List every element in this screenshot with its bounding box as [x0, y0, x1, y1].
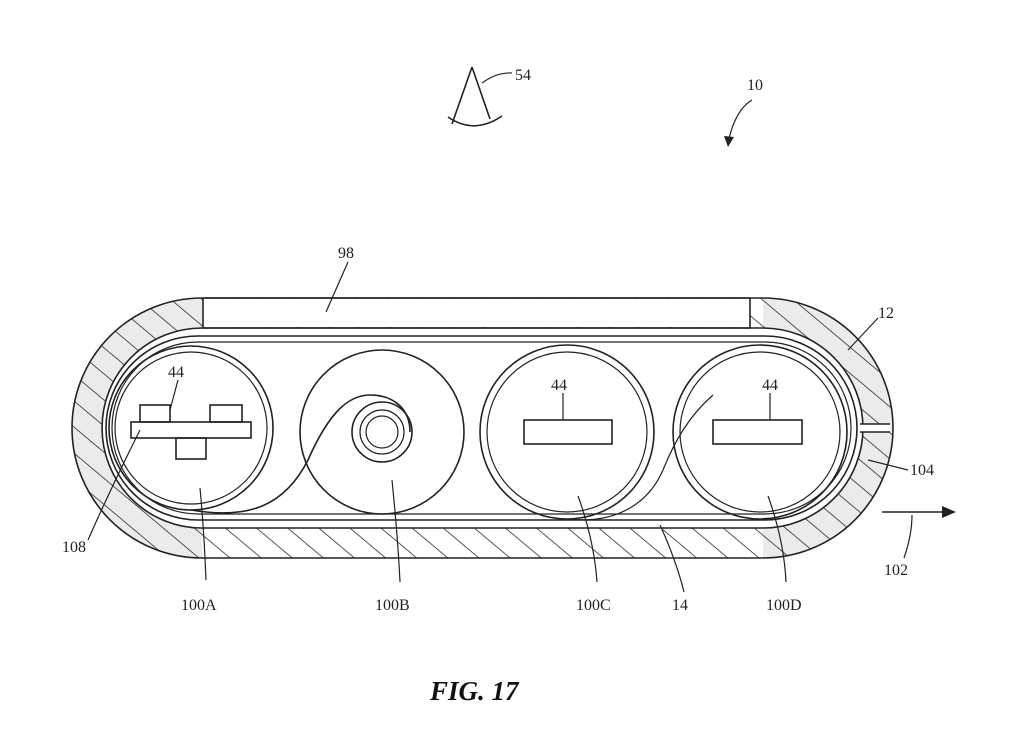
leader-100a	[199, 487, 207, 581]
label-100c: 100C	[576, 597, 611, 614]
label-44-c: 44	[551, 377, 567, 394]
leader-104	[867, 459, 909, 471]
label-44-d: 44	[762, 377, 778, 394]
label-108: 108	[62, 539, 86, 556]
viewer-eye-icon	[447, 66, 513, 127]
label-12: 12	[878, 305, 894, 322]
leader-102	[903, 514, 913, 559]
leader-14	[659, 524, 685, 593]
leader-100b	[391, 479, 401, 583]
label-14: 14	[672, 597, 688, 614]
label-104: 104	[910, 462, 934, 479]
leader-98	[325, 261, 349, 313]
component-44-d	[712, 419, 803, 445]
component-44-a	[130, 404, 252, 460]
label-10: 10	[747, 77, 763, 94]
label-54: 54	[515, 67, 531, 84]
label-100d: 100D	[766, 597, 802, 614]
label-100a: 100A	[181, 597, 217, 614]
label-100b: 100B	[375, 597, 410, 614]
cell-100d	[566, 344, 848, 521]
leader-108	[87, 429, 141, 541]
label-98: 98	[338, 245, 354, 262]
housing-gap	[860, 423, 890, 433]
leader-100c	[577, 495, 598, 583]
flex-substrate	[105, 335, 858, 521]
label-102: 102	[884, 562, 908, 579]
housing-shell	[71, 297, 894, 559]
cell-100c	[479, 344, 655, 520]
figure-caption: FIG. 17	[429, 676, 520, 706]
leader-44-a	[169, 379, 179, 411]
component-44-c	[523, 419, 613, 445]
leader-100d	[767, 495, 787, 583]
display-panel	[202, 297, 751, 329]
label-44-a: 44	[168, 364, 184, 381]
leader-12	[847, 317, 879, 351]
cell-100b	[190, 349, 465, 515]
direction-arrow	[882, 506, 956, 518]
device-pointer-arrow	[724, 99, 753, 147]
